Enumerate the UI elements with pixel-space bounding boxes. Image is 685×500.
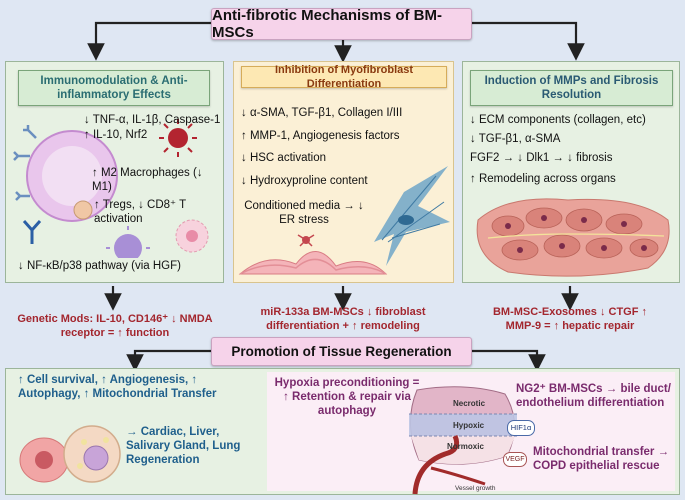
arrow-promo-left bbox=[126, 349, 211, 372]
tissue-cells-illustration bbox=[476, 198, 670, 277]
arrow-to-right bbox=[470, 21, 585, 61]
right-item-1: ↓ ECM components (collagen, etc) bbox=[470, 114, 646, 126]
mid-item-2: ↑ MMP-1, Angiogenesis factors bbox=[241, 130, 400, 142]
left-item-3: ↑ M2 Macrophages (↓ M1) bbox=[92, 167, 203, 193]
regeneration-effects: ↑ Cell survival, ↑ Angiogenesis, ↑ Autop… bbox=[18, 374, 217, 400]
left-item-5: ↓ NF-κB/p38 pathway (via HGF) bbox=[18, 260, 181, 272]
mid-item-3: ↓ HSC activation bbox=[241, 152, 327, 164]
right-item-4: ↑ Remodeling across organs bbox=[470, 173, 616, 185]
myofibroblast-header: Inhibition of Myofibroblast Differentiat… bbox=[241, 64, 447, 90]
myofibroblast-panel bbox=[233, 61, 454, 283]
mid-item-5: Conditioned media → ↓ ER stress bbox=[244, 200, 364, 226]
mito-text: Mitochondrial transfer → COPD epithelial… bbox=[533, 446, 670, 472]
mid-item-1: ↓ α-SMA, TGF-β1, Collagen I/III bbox=[241, 107, 403, 119]
main-title: Anti-fibrotic Mechanisms of BM-MSCs bbox=[211, 7, 472, 41]
left-item-1: ↓ TNF-α, IL-1β, Caspase-1 bbox=[84, 114, 221, 126]
mmp-header: Induction of MMPs and Fibrosis Resolutio… bbox=[470, 70, 673, 106]
hif-badge: HIF1α bbox=[507, 420, 535, 436]
left-footer: Genetic Mods: IL-10, CD146⁺ ↓ NMDA recep… bbox=[17, 313, 213, 339]
fibroblast-illustration bbox=[238, 166, 450, 275]
zone-normoxic: Normoxic bbox=[447, 442, 484, 451]
vessel-label: Vessel growth bbox=[455, 485, 496, 492]
immunomodulation-header: Immunomodulation & Anti-inflammatory Eff… bbox=[18, 70, 210, 106]
right-item-3: FGF2 → ↓ Dlk1 → ↓ fibrosis bbox=[470, 152, 613, 164]
mid-footer: miR-133a BM-MSCs ↓ fibroblast differenti… bbox=[260, 306, 426, 332]
zone-hypoxic: Hypoxic bbox=[453, 421, 485, 430]
zone-necrotic: Necrotic bbox=[453, 399, 486, 408]
vegf-badge: VEGF bbox=[503, 452, 527, 467]
stem-cell-illustration bbox=[19, 425, 121, 483]
arrow-to-left bbox=[87, 21, 211, 61]
right-item-2: ↓ TGF-β1, α-SMA bbox=[470, 133, 561, 145]
left-item-4: ↑ Tregs, ↓ CD8⁺ T activation bbox=[94, 199, 186, 225]
promotion-title: Promotion of Tissue Regeneration bbox=[211, 337, 472, 366]
mid-item-4: ↓ Hydroxyproline content bbox=[241, 175, 368, 187]
right-footer: BM-MSC-Exosomes ↓ CTGF ↑ MMP-9 = ↑ hepat… bbox=[492, 306, 647, 332]
hypoxia-text: Hypoxia preconditioning = ↑ Retention & … bbox=[274, 377, 420, 417]
organ-regeneration: → Cardiac, Liver, Salivary Gland, Lung R… bbox=[126, 426, 241, 466]
left-item-2: ↑ IL-10, Nrf2 bbox=[84, 129, 148, 141]
hypoxia-zones-illustration: Necrotic Hypoxic Normoxic Vessel growth bbox=[409, 386, 517, 495]
immune-cells-illustration bbox=[13, 119, 209, 258]
pathogen-icon bbox=[159, 119, 197, 157]
arrow-promo-right bbox=[470, 349, 546, 372]
ng2-text: NG2⁺ BM-MSCs → bile duct/ endothelium di… bbox=[516, 383, 671, 409]
